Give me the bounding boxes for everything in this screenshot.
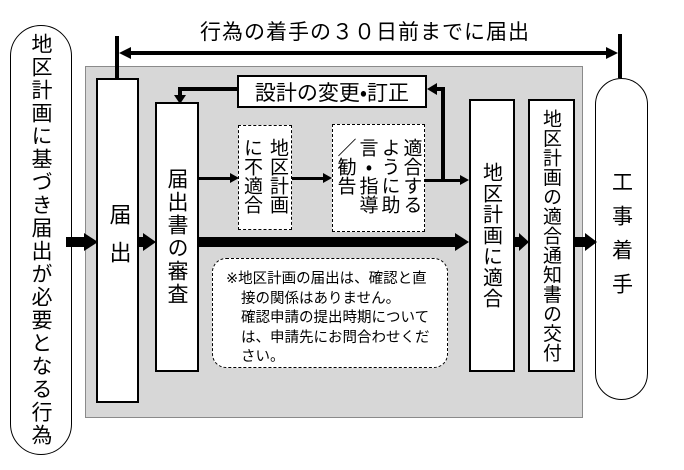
arrow-review-to-nonconforming-head-icon [230,173,239,183]
arrow-to-certificate-bar [515,237,519,247]
arrow-to-certificate-head-icon [519,233,529,251]
design-to-review-hline [178,87,237,91]
terminal-construction-label: 工事着手 [609,171,634,307]
deadline-arrowhead-left-icon [119,47,131,59]
node-review-label: 届出書の審査 [165,168,189,306]
terminal-construction-start: 工事着手 [595,78,648,400]
note-line: 接の関係はありません。 [241,290,401,307]
deadline-arrowhead-right-icon [606,47,618,59]
note-line: は、申請先にお問合わせくだ [241,329,430,346]
node-nonconforming: 地区計画に不適合 [238,125,292,230]
note-line: さい。 [241,349,285,365]
node-guidance-label: 適合するように助言・指導／勧告 [334,138,423,214]
arrow-main-flow-head-icon [455,233,469,251]
deadline-label: 行為の着手の３０日前までに届出 [200,20,530,44]
arrow-review-to-nonconforming-bar [199,177,230,180]
node-notification: 届出 [96,78,139,403]
feedback-to-design-line [437,87,445,91]
node-notification-label: 届出 [105,202,131,279]
arrow-to-review-bar [139,237,143,247]
node-guidance: 適合するように助言・指導／勧告 [332,124,425,232]
note-box: ※地区計画の届出は、確認と直 接の関係はありません。 確認申請の提出時期について… [212,258,448,368]
arrow-nonconforming-to-guidance-bar [292,177,323,180]
terminal-act-label: 地区計画に基づき届出が必要となる行為 [29,33,53,447]
arrow-entry-bar [66,237,84,247]
deadline-arrow-line [127,51,609,55]
terminal-act-requiring-notification: 地区計画に基づき届出が必要となる行為 [10,25,72,455]
note-line: 確認申請の提出時期について [241,310,430,326]
arrow-entry-head-icon [84,233,98,251]
node-review: 届出書の審査 [155,102,199,372]
node-conforming: 地区計画に適合 [469,99,515,372]
node-conforming-label: 地区計画に適合 [479,162,504,309]
note-line: ※地区計画の届出は、確認と直 [226,271,427,287]
design-to-review-vline [178,87,182,96]
design-to-review-head-icon [174,95,186,104]
node-design-change-label: 設計の変更・訂正 [254,80,410,105]
node-design-change: 設計の変更・訂正 [237,75,427,108]
arrow-nonconforming-to-guidance-head-icon [323,173,332,183]
arrow-to-construction-bar [575,237,585,247]
arrow-guidance-to-conforming-head-icon [460,175,469,185]
deadline-tick-right [618,34,622,78]
deadline-tick-left [115,36,119,78]
arrow-main-flow-bar [199,237,455,247]
arrow-to-construction-head-icon [585,233,597,251]
feedback-up-line [441,87,445,181]
node-certificate-issue: 地区計画の適合通知書の交付 [528,99,575,372]
node-nonconforming-label: 地区計画に不適合 [241,137,289,214]
node-certificate-issue-label: 地区計画の適合通知書の交付 [540,108,562,363]
feedback-to-design-head-icon [427,83,437,95]
arrow-to-review-head-icon [143,233,156,251]
